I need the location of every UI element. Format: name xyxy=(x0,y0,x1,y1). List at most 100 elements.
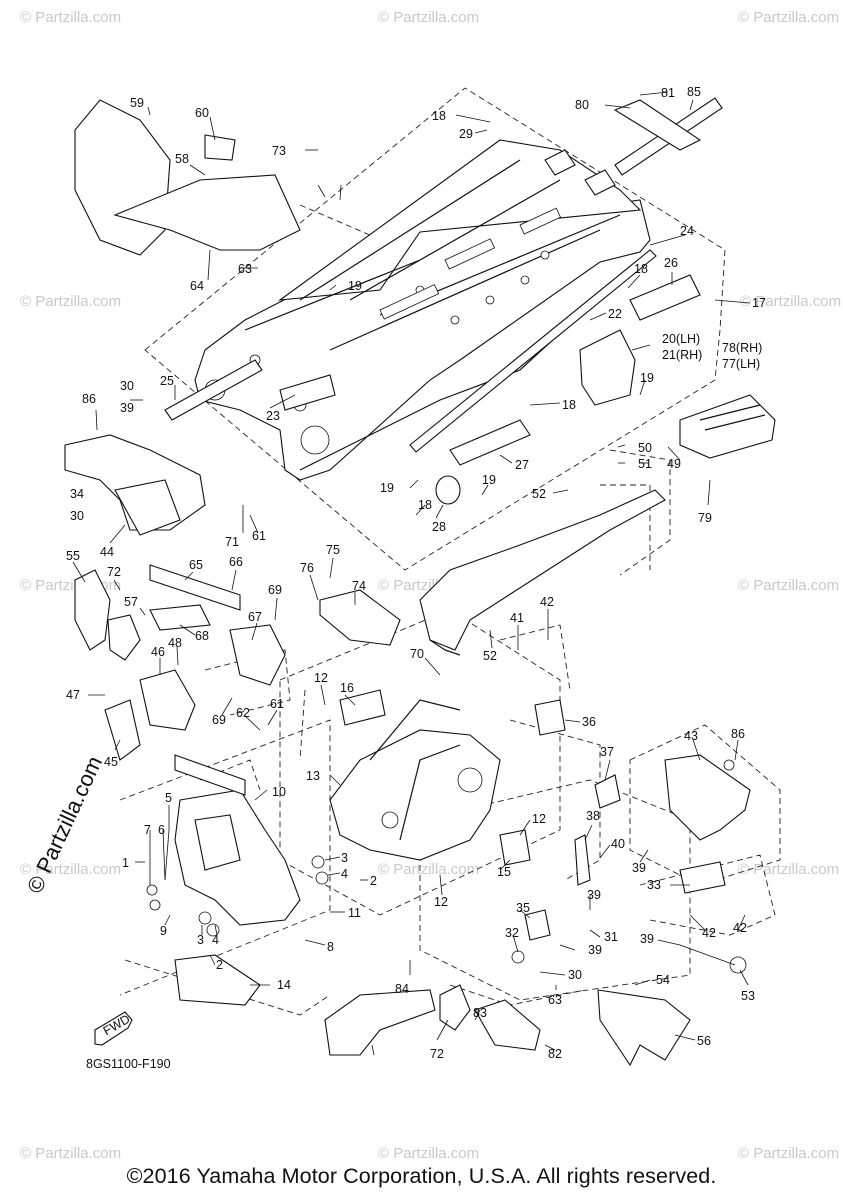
bracket-20-21 xyxy=(579,329,636,406)
watermark: © Partzilla.com xyxy=(740,293,841,310)
watermark: © Partzilla.com xyxy=(378,861,479,878)
callout: 9 xyxy=(160,924,167,938)
callout: 52 xyxy=(532,487,546,501)
callout: 54 xyxy=(656,973,670,987)
callout: 66 xyxy=(229,555,243,569)
callout: 33 xyxy=(647,878,661,892)
callout: 23 xyxy=(266,409,280,423)
steering-bracket xyxy=(64,434,206,536)
callout: 5 xyxy=(165,791,172,805)
callout: 32 xyxy=(505,926,519,940)
fwd-arrow-icon: FWD xyxy=(94,1011,133,1046)
tunnel-rails xyxy=(164,249,657,466)
callout: 12 xyxy=(434,895,448,909)
watermark: © Partzilla.com xyxy=(378,1145,479,1162)
callout: 59 xyxy=(130,96,144,110)
callout: 1 xyxy=(122,856,129,870)
callout: 50 xyxy=(638,441,652,455)
callout: 84 xyxy=(395,982,409,996)
callout: 2 xyxy=(370,874,377,888)
callout: 12 xyxy=(532,812,546,826)
callout: 52 xyxy=(483,649,497,663)
engine-mount xyxy=(146,754,329,1006)
callout: 60 xyxy=(195,106,209,120)
callout: 80 xyxy=(575,98,589,112)
callout: 19 xyxy=(380,481,394,495)
leader-lines xyxy=(72,91,751,1056)
callout: 74 xyxy=(352,579,366,593)
callout: 18 xyxy=(562,398,576,412)
callout: 51 xyxy=(638,457,652,471)
callout: 71 xyxy=(225,535,239,549)
callout: 19 xyxy=(348,279,362,293)
callout: 85 xyxy=(687,85,701,99)
callout: 30 xyxy=(568,968,582,982)
callout: 15 xyxy=(497,865,511,879)
callout: 45 xyxy=(104,755,118,769)
callout-labels: 59 60 5 8 73 18 2 9 63 64 80 81 85 19 24 1… xyxy=(66,85,766,1061)
footrest xyxy=(679,394,776,459)
callout: 68 xyxy=(195,629,209,643)
callout: 8 xyxy=(327,940,334,954)
callout: 57 xyxy=(124,595,138,609)
callout: 31 xyxy=(604,930,618,944)
callout: 18 xyxy=(432,109,446,123)
callout: 70 xyxy=(410,647,424,661)
callout: 69 xyxy=(268,583,282,597)
watermark: © Partzilla.com xyxy=(738,861,839,878)
watermark: © Partzilla.com xyxy=(20,9,121,26)
callout: 64 xyxy=(190,279,204,293)
callout: 69 xyxy=(212,713,226,727)
callout: 83 xyxy=(473,1006,487,1020)
callout: 26 xyxy=(664,256,678,270)
callout: 20(LH) xyxy=(662,332,700,346)
watermark: © Partzilla.com xyxy=(20,861,121,878)
heat-exchanger xyxy=(419,489,666,656)
callout: 18 xyxy=(634,262,648,276)
callout: 10 xyxy=(272,785,286,799)
plate-28 xyxy=(435,475,461,505)
callout: 61 xyxy=(270,697,284,711)
callout: 73 xyxy=(272,144,286,158)
callout: 82 xyxy=(548,1047,562,1061)
callout: 86 xyxy=(82,392,96,406)
callout: 25 xyxy=(160,374,174,388)
callout: 41 xyxy=(510,611,524,625)
callout: 55 xyxy=(66,549,80,563)
callout: 43 xyxy=(684,729,698,743)
callout: 48 xyxy=(168,636,182,650)
copyright-notice: ©2016 Yamaha Motor Corporation, U.S.A. A… xyxy=(126,1164,717,1188)
callout: 72 xyxy=(430,1047,444,1061)
callout: 4 xyxy=(341,867,348,881)
callout: 61 xyxy=(252,529,266,543)
watermark: © Partzilla.com xyxy=(738,577,839,594)
bracket-26 xyxy=(629,274,701,321)
right-lower-brackets xyxy=(499,699,751,974)
callout: 13 xyxy=(306,769,320,783)
tunnel-frame xyxy=(194,139,651,481)
rear-bumper-rail xyxy=(613,97,723,176)
callout: 28 xyxy=(432,520,446,534)
callout: 79 xyxy=(698,511,712,525)
watermark: © Partzilla.com xyxy=(20,293,121,310)
callout: 17 xyxy=(752,296,766,310)
callout: 42 xyxy=(540,595,554,609)
callout: 40 xyxy=(611,837,625,851)
callout: 39 xyxy=(632,861,646,875)
callout: 81 xyxy=(661,86,675,100)
callout: 39 xyxy=(587,888,601,902)
callout: 38 xyxy=(586,809,600,823)
callout: 39 xyxy=(640,932,654,946)
callout: 27 xyxy=(515,458,529,472)
callout: 77(LH) xyxy=(722,357,760,371)
callout: 21(RH) xyxy=(662,348,702,362)
callout: 16 xyxy=(340,681,354,695)
callout: 63 xyxy=(238,262,252,276)
front-upper-frame xyxy=(74,99,301,256)
callout: 14 xyxy=(277,978,291,992)
callout: 24 xyxy=(680,224,694,238)
callout: 19 xyxy=(640,371,654,385)
callout: 62 xyxy=(236,706,250,720)
callout: 19 xyxy=(482,473,496,487)
left-brackets xyxy=(74,564,286,761)
